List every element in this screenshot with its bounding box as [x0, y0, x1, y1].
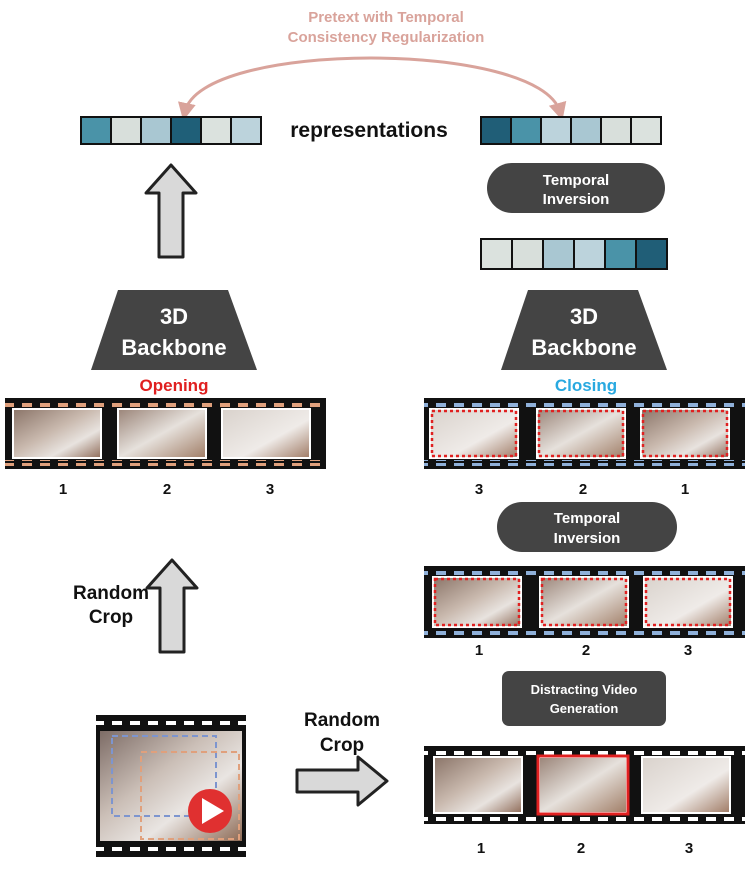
representation-cell — [600, 116, 632, 145]
film-strip — [424, 398, 745, 469]
opening-label: Opening — [140, 376, 209, 395]
distractor-outline — [537, 409, 625, 458]
representation-cell — [511, 238, 544, 270]
film-strip-holes — [424, 749, 745, 755]
representation-cell — [200, 116, 232, 145]
film-strip-holes — [424, 401, 745, 407]
temporal-inversion-mid-line2: Inversion — [554, 530, 621, 547]
video-frame — [538, 756, 628, 814]
representation-cell — [630, 116, 662, 145]
middle-frame-number: 1 — [475, 642, 483, 659]
right-backbone: 3D Backbone — [501, 290, 667, 370]
distractor-outline — [430, 409, 518, 458]
film-strip-icon — [96, 715, 246, 857]
closing-label: Closing — [555, 376, 617, 395]
representation-cell — [542, 238, 575, 270]
representation-cell — [570, 116, 602, 145]
representation-cell — [140, 116, 172, 145]
video-frame — [539, 576, 629, 628]
up-arrow-icon — [145, 558, 199, 654]
film-strip-holes — [424, 629, 745, 635]
representation-cell — [230, 116, 262, 145]
opening-frame-number: 3 — [266, 481, 274, 498]
distractor-outline — [433, 577, 521, 627]
distractor-outline — [644, 577, 732, 627]
frame-numbers: 1 2 3 3 2 1 1 2 3 1 2 3 — [59, 481, 693, 857]
up-arrow-icon — [144, 163, 198, 259]
closing-frame-number: 2 — [579, 481, 587, 498]
video-frame — [432, 576, 522, 628]
distracting-line2: Generation — [550, 701, 619, 716]
temporal-inversion-top-line1: Temporal — [543, 172, 609, 189]
temporal-consistency-arc — [178, 56, 567, 121]
video-frame — [641, 756, 731, 814]
random-crop-left-line2: Crop — [89, 607, 133, 628]
bottom-frame-number: 3 — [685, 840, 693, 857]
closing-frame-number: 1 — [681, 481, 689, 498]
left-backbone: 3D Backbone — [91, 290, 257, 370]
film-strip-holes — [5, 460, 326, 466]
representation-cell — [510, 116, 542, 145]
closing-frame-number: 3 — [475, 481, 483, 498]
random-crop-bottom-line2: Crop — [320, 735, 364, 756]
representation-cells-right-mid — [480, 238, 668, 270]
distracting-line1: Distracting Video — [531, 682, 638, 697]
representation-cell — [573, 238, 606, 270]
video-frame — [221, 408, 311, 459]
left-backbone-line2: Backbone — [121, 335, 226, 360]
representation-cell — [480, 238, 513, 270]
representation-cells-left — [80, 116, 262, 145]
bottom-frame-number: 1 — [477, 840, 485, 857]
distracting-video-generation-box: Distracting Video Generation — [502, 671, 666, 726]
video-frame — [429, 408, 519, 459]
video-frame — [117, 408, 207, 459]
representation-cell — [480, 116, 512, 145]
film-strip-holes — [424, 460, 745, 466]
video-frame — [433, 756, 523, 814]
opening-frame-number: 2 — [163, 481, 171, 498]
middle-frame-number: 3 — [684, 642, 692, 659]
distractor-outline — [540, 577, 628, 627]
film-strips — [5, 398, 745, 824]
temporal-inversion-mid-line1: Temporal — [554, 510, 620, 527]
random-crop-bottom-line1: Random — [304, 710, 380, 731]
representation-cells-right-top — [480, 116, 662, 145]
film-strip — [5, 398, 326, 469]
representation-cell — [540, 116, 572, 145]
right-backbone-line1: 3D — [570, 304, 598, 329]
video-frame — [643, 576, 733, 628]
video-frame — [536, 408, 626, 459]
distractor-outline — [641, 409, 729, 458]
representations-label: representations — [290, 119, 448, 142]
right-arrow-icon — [295, 755, 389, 807]
pretext-label-line1: Pretext with Temporal — [308, 9, 464, 26]
representation-cell — [110, 116, 142, 145]
film-strip-holes — [5, 401, 326, 407]
opening-frame-number: 1 — [59, 481, 67, 498]
video-frame — [640, 408, 730, 459]
representation-cell — [604, 238, 637, 270]
temporal-inversion-top-line2: Inversion — [543, 191, 610, 208]
middle-frame-number: 2 — [582, 642, 590, 659]
play-icon — [188, 789, 232, 833]
bottom-frame-number: 2 — [577, 840, 585, 857]
video-frame — [12, 408, 102, 459]
film-strip-holes — [424, 569, 745, 575]
film-strip — [424, 566, 745, 638]
left-backbone-line1: 3D — [160, 304, 188, 329]
temporal-inversion-top-pill: Temporal Inversion — [487, 163, 665, 213]
representation-cell — [170, 116, 202, 145]
distractor-frame-outline — [536, 754, 630, 816]
representation-cell — [80, 116, 112, 145]
temporal-inversion-mid-pill: Temporal Inversion — [497, 502, 677, 552]
right-backbone-line2: Backbone — [531, 335, 636, 360]
random-crop-left-line1: Random — [73, 583, 149, 604]
pretext-label-line2: Consistency Regularization — [288, 29, 485, 46]
film-strip-holes — [424, 815, 745, 821]
film-strip — [424, 746, 745, 824]
representation-cell — [635, 238, 668, 270]
